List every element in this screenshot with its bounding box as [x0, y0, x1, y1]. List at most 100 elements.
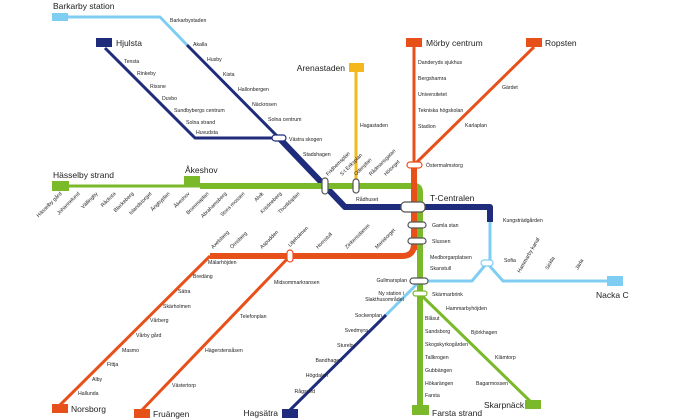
station-label[interactable]: Solna centrum: [268, 117, 301, 123]
station-label[interactable]: Akalla: [193, 42, 207, 48]
terminal-box-ropsten[interactable]: [526, 38, 542, 47]
station-label[interactable]: Gullmarsplan: [376, 278, 407, 284]
station-label[interactable]: Skärmarbrink: [432, 292, 463, 298]
terminal-box-nacka[interactable]: [607, 276, 623, 286]
terminal-box-norsborg[interactable]: [52, 404, 68, 413]
station-label[interactable]: Alby: [92, 377, 102, 383]
terminal-box-hjulsta[interactable]: [96, 38, 112, 47]
station-label[interactable]: Farsta: [425, 393, 440, 399]
terminal-label-hasselby[interactable]: Hässelby strand: [53, 170, 114, 180]
interchange-odenplan[interactable]: [352, 178, 360, 194]
station-label[interactable]: Högdalen: [306, 373, 328, 379]
station-label[interactable]: Skogskyrkogården: [425, 341, 468, 348]
station-label[interactable]: Mälarhöjden: [208, 260, 237, 266]
station-label[interactable]: Midsommarkransen: [274, 280, 320, 286]
terminal-box-hagsatra[interactable]: [282, 409, 298, 418]
terminal-label-skarpnack[interactable]: Skarpnäck: [484, 400, 525, 410]
station-label[interactable]: Aspudden: [259, 230, 280, 251]
station-label[interactable]: Hökarängen: [425, 381, 453, 387]
interchange-liljeholmen[interactable]: [286, 249, 294, 263]
terminal-label-morby[interactable]: Mörby centrum: [426, 38, 483, 48]
station-label[interactable]: Barkarbystaden: [170, 18, 206, 24]
terminal-box-arenastaden[interactable]: [349, 63, 364, 72]
terminal-label-norsborg[interactable]: Norsborg: [71, 404, 106, 414]
interchange-gullmarsplan[interactable]: [409, 277, 429, 285]
station-label[interactable]: Blåsut: [425, 315, 440, 322]
interchange-sofia[interactable]: [480, 259, 494, 267]
station-label[interactable]: Stureby: [337, 343, 355, 349]
station-label[interactable]: Sundbybergs centrum: [174, 108, 225, 114]
station-label[interactable]: Sofia: [504, 258, 516, 264]
station-label[interactable]: Slussen: [432, 239, 451, 245]
station-label[interactable]: Örnsberg: [228, 230, 248, 250]
terminal-box-farsta[interactable]: [412, 405, 429, 415]
station-label[interactable]: Husby: [207, 57, 222, 63]
station-label[interactable]: Axelsberg: [210, 230, 231, 251]
station-label[interactable]: Järla: [575, 258, 586, 271]
station-label[interactable]: Bagarmossen: [476, 381, 508, 387]
station-label[interactable]: Alvik: [253, 191, 265, 203]
interchange-slussen[interactable]: [407, 237, 427, 245]
station-label[interactable]: Hallunda: [78, 391, 99, 397]
station-label[interactable]: Rissne: [150, 84, 166, 90]
station-label[interactable]: Sockenplan: [355, 313, 382, 319]
station-label[interactable]: Gubbängen: [425, 368, 452, 374]
terminal-label-fruangen[interactable]: Fruängen: [153, 409, 190, 419]
terminal-box-barkarby[interactable]: [52, 13, 68, 21]
station-label[interactable]: Skanstull: [430, 266, 451, 272]
station-label[interactable]: Huvudsta: [196, 130, 218, 136]
station-label[interactable]: Universitetet: [418, 92, 447, 98]
station-label[interactable]: Bergshamra: [418, 76, 446, 82]
station-label[interactable]: Hammarbyhöjden: [446, 306, 487, 312]
interchange-gamla-stan[interactable]: [407, 221, 427, 229]
station-label[interactable]: Hägerstensåsen: [205, 347, 243, 354]
terminal-label-barkarby[interactable]: Barkarby station: [53, 1, 115, 11]
terminal-box-akeshov[interactable]: [184, 176, 200, 185]
interchange-ostermalmstorg[interactable]: [406, 161, 423, 169]
station-label[interactable]: Telefonplan: [240, 314, 267, 320]
terminal-box-fruangen[interactable]: [134, 409, 150, 418]
station-label[interactable]: Östermalmstorg: [426, 162, 463, 169]
station-label[interactable]: Åkeshov: [172, 190, 191, 209]
station-label[interactable]: Rådhuset: [356, 196, 379, 203]
station-label[interactable]: Hallonbergen: [238, 87, 269, 93]
station-label[interactable]: Skärholmen: [163, 304, 191, 310]
station-label[interactable]: Västertorp: [172, 383, 196, 389]
terminal-box-hasselby[interactable]: [52, 181, 69, 191]
interchange-vastra-skogen[interactable]: [271, 134, 287, 142]
station-label[interactable]: Svedmyra: [345, 328, 368, 334]
station-label[interactable]: Sickla: [545, 256, 557, 271]
station-label[interactable]: Mariatorget: [374, 227, 397, 250]
station-label[interactable]: Fittja: [107, 362, 118, 368]
terminal-label-ropsten[interactable]: Ropsten: [545, 38, 577, 48]
station-label[interactable]: Kista: [223, 72, 235, 78]
interchange-t-centralen[interactable]: [400, 201, 426, 213]
station-label[interactable]: Vårby gård: [136, 332, 161, 339]
station-label[interactable]: Klämtorp: [495, 355, 516, 361]
station-label[interactable]: Sandsborg: [425, 329, 450, 335]
station-label[interactable]: Medborgarplatsen: [430, 255, 472, 261]
station-label[interactable]: Liljeholmen: [287, 226, 310, 249]
terminal-box-morby[interactable]: [406, 38, 422, 47]
station-label[interactable]: Vällingby: [80, 191, 99, 210]
station-label[interactable]: Slakthusområdet: [365, 296, 404, 303]
station-label[interactable]: Bredäng: [193, 274, 213, 280]
terminal-label-arenastaden[interactable]: Arenastaden: [297, 63, 345, 73]
terminal-label-t-centralen[interactable]: T-Centralen: [430, 193, 475, 203]
interchange-fridhemsplan[interactable]: [321, 177, 329, 195]
station-label[interactable]: Zinkensdamm: [344, 223, 371, 250]
station-label[interactable]: Tekniska högskolan: [418, 108, 463, 114]
station-label[interactable]: Stadion: [418, 124, 436, 130]
terminal-label-hagsatra[interactable]: Hagsätra: [244, 408, 279, 418]
station-label[interactable]: Gamla stan: [432, 223, 459, 229]
terminal-label-nacka[interactable]: Nacka C: [596, 290, 629, 300]
station-label[interactable]: Hagastaden: [360, 123, 388, 129]
station-label[interactable]: Duvbo: [162, 96, 177, 102]
station-label[interactable]: Björkhagen: [471, 330, 497, 336]
station-label[interactable]: Karlaplan: [465, 123, 487, 129]
station-label[interactable]: Råcksta: [99, 190, 117, 208]
station-label[interactable]: Stadshagen: [303, 152, 331, 158]
station-label[interactable]: Bandhagen: [315, 358, 342, 364]
station-label[interactable]: Gärdet: [502, 85, 518, 91]
station-label[interactable]: Danderyds sjukhus: [418, 60, 463, 66]
